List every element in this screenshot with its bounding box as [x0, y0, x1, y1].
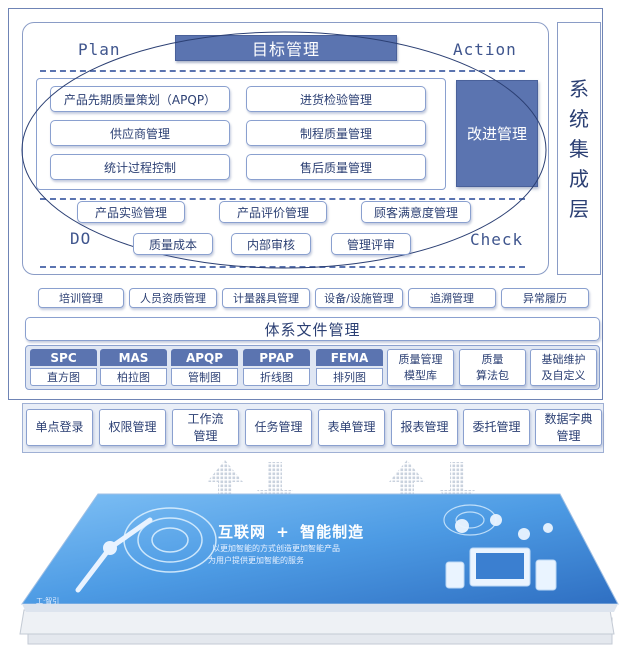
tool-top-label: PPAP [243, 349, 310, 366]
tool-top-label: FEMA [316, 349, 383, 366]
internal-audit-box[interactable]: 内部审核 [231, 233, 311, 255]
system-document-management-bar[interactable]: 体系文件管理 [25, 317, 600, 341]
up-arrow-icon [389, 460, 425, 512]
check-label: Check [470, 230, 524, 249]
workflow-management-button[interactable]: 工作流管理 [172, 409, 239, 446]
line1: 表单管理 [327, 420, 376, 434]
line1: 基础维护 [541, 352, 586, 366]
tool-bottom-label: 折线图 [243, 368, 310, 386]
line1: 质量 [481, 352, 504, 366]
banner-line1: 以更加智能的方式创造更加智能产品 [212, 544, 340, 553]
up-arrow-icon [207, 460, 243, 512]
dashed-divider-middle [40, 198, 525, 200]
line1: 任务管理 [254, 420, 303, 434]
tool-top-label: SPC [30, 349, 97, 366]
line2: 模型库 [404, 368, 437, 382]
line1: 单点登录 [35, 420, 84, 434]
process-quality-box[interactable]: 制程质量管理 [246, 120, 426, 146]
improvement-management-box[interactable]: 改进管理 [456, 80, 538, 187]
management-review-box[interactable]: 管理评审 [331, 233, 411, 255]
quality-process-group [36, 78, 446, 190]
sys-char: 统 [569, 106, 589, 131]
tool-spc[interactable]: SPC 直方图 [30, 349, 97, 386]
devices-icon [445, 547, 557, 591]
line1: 数据字典 [544, 411, 593, 426]
banner-title-b: 智能制造 [300, 523, 365, 541]
equipment-facility-box[interactable]: 设备/设施管理 [315, 288, 403, 308]
tool-ppap[interactable]: PPAP 折线图 [243, 349, 310, 386]
objective-management-bar[interactable]: 目标管理 [175, 35, 397, 61]
tool-top-label: MAS [100, 349, 167, 366]
do-label: DO [70, 229, 92, 248]
system-integration-layer: 系 统 集 成 层 [557, 22, 601, 275]
tool-top-label: APQP [171, 349, 238, 366]
data-dictionary-button[interactable]: 数据字典管理 [535, 409, 602, 446]
banner-line2: 为用户提供更加智能的服务 [208, 556, 304, 565]
tool-bottom-label: 柏拉图 [100, 368, 167, 386]
line2: 管理 [193, 428, 218, 443]
banner-title: 互联网 + 智能制造 [218, 521, 364, 542]
task-management-button[interactable]: 任务管理 [245, 409, 312, 446]
tool-fema[interactable]: FEMA 排列图 [316, 349, 383, 386]
banner-plus: + [276, 523, 290, 541]
banner-title-a: 互联网 [218, 523, 267, 541]
line1: 报表管理 [400, 420, 449, 434]
tool-mas[interactable]: MAS 柏拉图 [100, 349, 167, 386]
apqp-box[interactable]: 产品先期质量策划（APQP） [50, 86, 230, 112]
banner-corner-text: 工·智引 [36, 597, 60, 605]
product-test-box[interactable]: 产品实验管理 [77, 201, 185, 223]
quality-model-library[interactable]: 质量管理模型库 [387, 349, 454, 386]
tool-bottom-label: 管制图 [171, 368, 238, 386]
dashed-divider-bottom [40, 266, 525, 268]
line1: 工作流 [187, 411, 224, 426]
training-management-box[interactable]: 培训管理 [38, 288, 124, 308]
single-sign-on-button[interactable]: 单点登录 [26, 409, 93, 446]
measuring-instrument-box[interactable]: 计量器具管理 [222, 288, 310, 308]
traceability-box[interactable]: 追溯管理 [408, 288, 496, 308]
after-sales-quality-box[interactable]: 售后质量管理 [246, 154, 426, 180]
personnel-qualification-box[interactable]: 人员资质管理 [129, 288, 217, 308]
tool-bottom-label: 排列图 [316, 368, 383, 386]
tool-bottom-label: 直方图 [30, 368, 97, 386]
incoming-inspection-box[interactable]: 进货检验管理 [246, 86, 426, 112]
action-label: Action [453, 40, 517, 59]
report-management-button[interactable]: 报表管理 [391, 409, 458, 446]
sys-char: 成 [569, 166, 589, 191]
tool-apqp[interactable]: APQP 管制图 [171, 349, 238, 386]
line2: 及自定义 [541, 368, 586, 382]
permission-management-button[interactable]: 权限管理 [99, 409, 166, 446]
line1: 质量管理 [398, 352, 443, 366]
quality-algorithm-package[interactable]: 质量算法包 [459, 349, 526, 386]
sys-char: 集 [569, 136, 589, 161]
plan-label: Plan [78, 40, 121, 59]
quality-cost-box[interactable]: 质量成本 [133, 233, 213, 255]
line1: 委托管理 [472, 420, 521, 434]
spc-box[interactable]: 统计过程控制 [50, 154, 230, 180]
line2: 管理 [556, 428, 581, 443]
delegation-management-button[interactable]: 委托管理 [463, 409, 530, 446]
basic-maintenance-custom[interactable]: 基础维护及自定义 [530, 349, 597, 386]
form-management-button[interactable]: 表单管理 [318, 409, 385, 446]
sys-char: 系 [569, 76, 589, 101]
line2: 算法包 [476, 368, 509, 382]
sys-char: 层 [569, 196, 589, 221]
exception-history-box[interactable]: 异常履历 [501, 288, 589, 308]
line1: 权限管理 [108, 420, 157, 434]
product-evaluation-box[interactable]: 产品评价管理 [219, 201, 327, 223]
supplier-management-box[interactable]: 供应商管理 [50, 120, 230, 146]
customer-satisfaction-box[interactable]: 顾客满意度管理 [361, 201, 471, 223]
dashed-divider-top [40, 70, 525, 72]
